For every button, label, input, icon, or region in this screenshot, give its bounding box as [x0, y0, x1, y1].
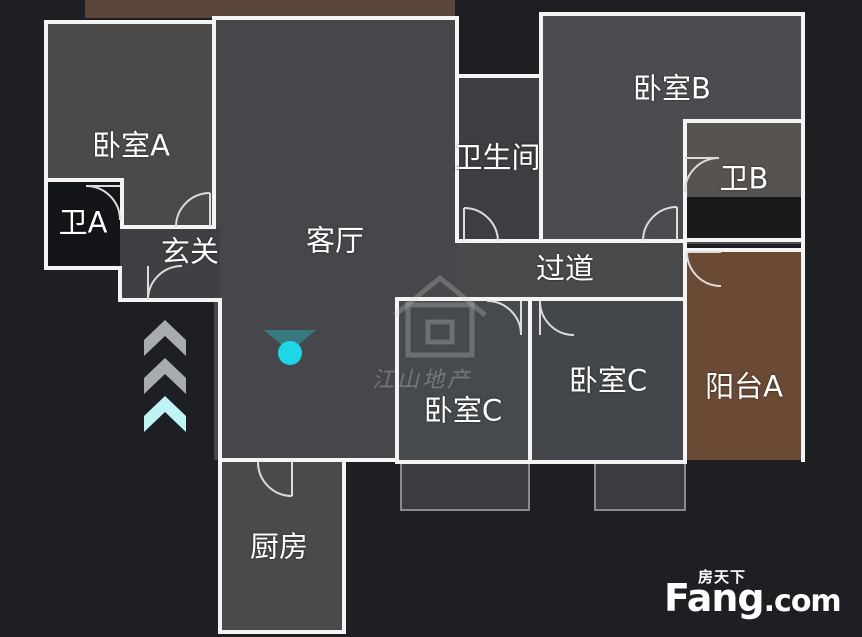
- label-balcony-a: 阳台A: [705, 369, 783, 404]
- door-balcony: [686, 251, 722, 287]
- floor-corridor: [457, 241, 685, 299]
- label-bedroom-c1: 卧室C: [423, 393, 503, 428]
- floor-bedroom-c2: [530, 299, 685, 462]
- label-foyer: 玄关: [160, 234, 220, 269]
- label-kitchen: 厨房: [249, 529, 309, 564]
- label-bedroom-a: 卧室A: [92, 128, 170, 163]
- label-bath-b: 卫B: [719, 161, 769, 196]
- floor-bath-b-dark: [685, 197, 803, 240]
- bay-window-1: [400, 461, 530, 511]
- top-window-strip: [85, 0, 455, 18]
- bay-window-2: [594, 461, 686, 511]
- floor-foyer: [120, 227, 220, 300]
- label-bath-a: 卫A: [58, 205, 108, 240]
- walls: [44, 12, 805, 634]
- logo-main-text: Fang.com: [664, 576, 842, 620]
- floor-balcony-a: [685, 250, 803, 460]
- entrance-arrow-2: [144, 358, 186, 394]
- view-locator: [264, 330, 316, 365]
- floor-bathroom: [457, 76, 541, 241]
- door-bedroom-a: [175, 192, 211, 228]
- fang-logo: 房天下 Fang.com: [664, 566, 854, 626]
- label-bedroom-b: 卧室B: [633, 71, 711, 106]
- watermark-text: 江山地产: [372, 368, 473, 393]
- floor-areas: [46, 0, 803, 632]
- door-kitchen: [257, 461, 293, 497]
- floor-kitchen: [220, 460, 344, 632]
- label-bathroom: 卫生间: [453, 140, 541, 175]
- entrance-arrow-3: [144, 396, 186, 432]
- label-corridor: 过道: [535, 251, 595, 286]
- door-bedroom-b: [642, 206, 678, 242]
- doors: [85, 157, 722, 497]
- watermark-house-icon: [393, 274, 487, 358]
- logo-fang: Fang: [664, 576, 765, 620]
- entrance-arrow-1: [144, 320, 186, 356]
- label-living: 客厅: [305, 223, 365, 258]
- label-bedroom-c2: 卧室C: [568, 363, 648, 398]
- logo-top-text: 房天下: [698, 568, 747, 586]
- floor-bedroom-c1: [397, 299, 530, 462]
- entrance-arrows: [144, 320, 186, 432]
- logo-suffix: .com: [763, 584, 842, 619]
- door-bathroom: [463, 207, 499, 242]
